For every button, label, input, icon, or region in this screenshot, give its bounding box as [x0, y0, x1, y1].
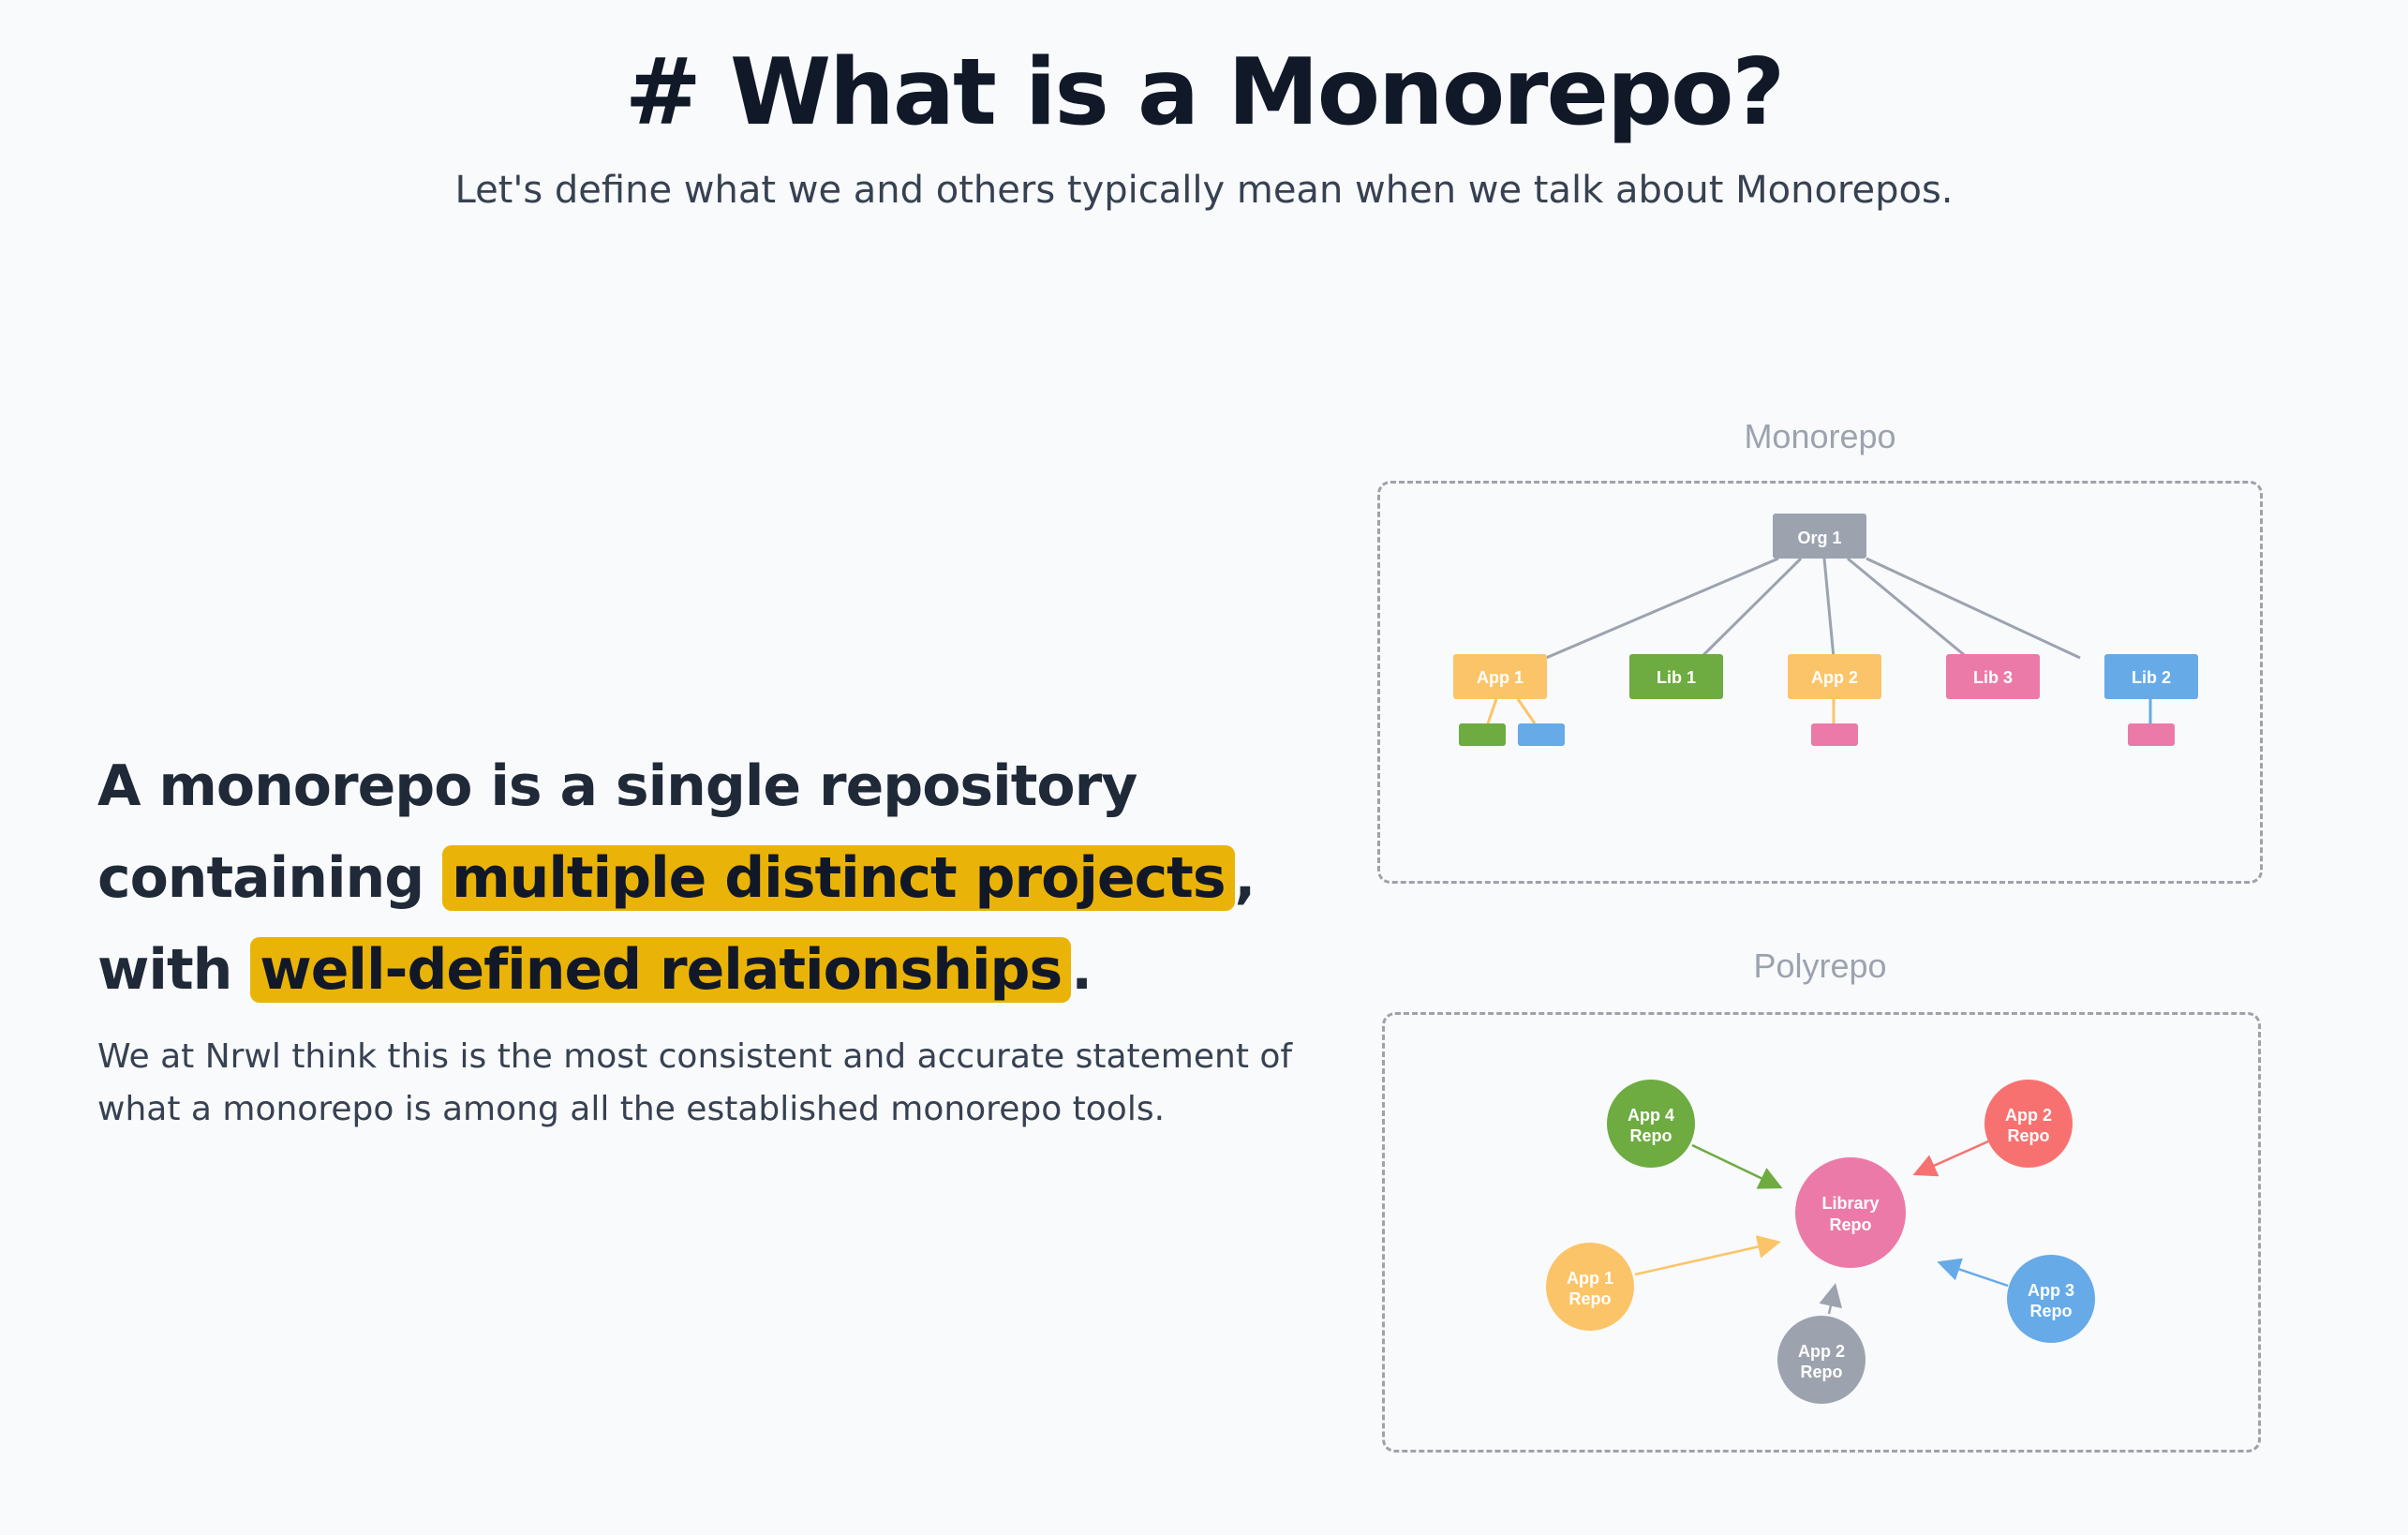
polyrepo-edges [1634, 1140, 2009, 1315]
highlight-relationships: well-defined relationships [250, 937, 1072, 1003]
svg-text:Lib 1: Lib 1 [1657, 668, 1696, 687]
edge-org-lib2 [1865, 557, 2081, 660]
definition-text-start: A monorepo is a single repository contai… [97, 753, 1137, 911]
node-lib-1: Lib 1 [1629, 654, 1723, 699]
node-app-1: App 1 [1453, 654, 1547, 699]
svg-text:App 2: App 2 [1811, 668, 1858, 687]
node-app-2: App 2 [1788, 654, 1881, 699]
svg-text:Lib 3: Lib 3 [1973, 668, 2013, 687]
edge-app2top-library [1912, 1140, 1989, 1177]
svg-text:Repo: Repo [1569, 1289, 1612, 1308]
svg-text:Org 1: Org 1 [1797, 529, 1841, 547]
monorepo-definition: A monorepo is a single repository contai… [97, 740, 1315, 1016]
edge-app1-library [1634, 1235, 1781, 1276]
definition-text-end: . [1071, 937, 1093, 1003]
edge-app2bottom-library [1819, 1283, 1843, 1315]
edge-app3-library [1937, 1258, 2009, 1288]
node-app2-top-repo: App 2 Repo [1984, 1080, 2073, 1168]
polyrepo-label: Polyrepo [1753, 946, 1887, 985]
svg-text:Repo: Repo [1630, 1126, 1672, 1145]
edge-org-lib3 [1847, 557, 1969, 660]
svg-text:App 1: App 1 [1567, 1269, 1613, 1288]
svg-text:Repo: Repo [2030, 1302, 2073, 1320]
sub-node-pink-app2 [1811, 723, 1858, 746]
node-app2-bottom-repo: App 2 Repo [1777, 1316, 1865, 1404]
highlight-distinct-projects: multiple distinct projects [442, 845, 1235, 911]
svg-text:Repo: Repo [1830, 1215, 1872, 1234]
page-title: # What is a Monorepo? [624, 39, 1786, 146]
monorepo-frame [1377, 481, 2263, 884]
edge-org-lib1 [1699, 557, 1803, 660]
node-app1-repo: App 1 Repo [1546, 1243, 1634, 1331]
edge-app1-sub-green [1486, 698, 1498, 724]
node-lib-2: Lib 2 [2104, 654, 2198, 699]
svg-text:App 3: App 3 [2028, 1281, 2074, 1300]
sub-node-blue [1518, 723, 1565, 746]
svg-text:Repo: Repo [2008, 1126, 2050, 1145]
polyrepo-frame [1382, 1012, 2261, 1453]
page-subtitle: Let's define what we and others typicall… [454, 169, 1954, 212]
monorepo-edges [1545, 557, 2081, 660]
node-app3-repo: App 3 Repo [2007, 1255, 2095, 1343]
svg-text:Lib 2: Lib 2 [2132, 668, 2171, 687]
sub-node-pink-lib2 [2128, 723, 2175, 746]
nrwl-note: We at Nrwl think this is the most consis… [97, 1037, 1293, 1128]
svg-text:App 2: App 2 [1798, 1342, 1845, 1361]
node-org-1: Org 1 [1773, 514, 1866, 559]
edge-app1-sub-blue [1516, 698, 1537, 724]
node-library-repo: Library Repo [1795, 1157, 1906, 1268]
node-app4-repo: App 4 Repo [1607, 1080, 1695, 1168]
edge-org-app1 [1545, 557, 1779, 660]
svg-text:Repo: Repo [1801, 1363, 1843, 1381]
svg-text:Library: Library [1821, 1194, 1879, 1213]
edge-org-app2 [1822, 558, 1836, 659]
monorepo-sub-edges [1486, 698, 2152, 724]
node-lib-3: Lib 3 [1946, 654, 2040, 699]
svg-text:App 4: App 4 [1628, 1106, 1674, 1125]
sub-node-green [1459, 723, 1506, 746]
edge-app4-library [1691, 1143, 1783, 1189]
definition-text-middle: , with [97, 845, 1256, 1003]
svg-text:App 2: App 2 [2005, 1106, 2052, 1125]
svg-text:App 1: App 1 [1477, 668, 1524, 687]
monorepo-label: Monorepo [1744, 417, 1896, 455]
